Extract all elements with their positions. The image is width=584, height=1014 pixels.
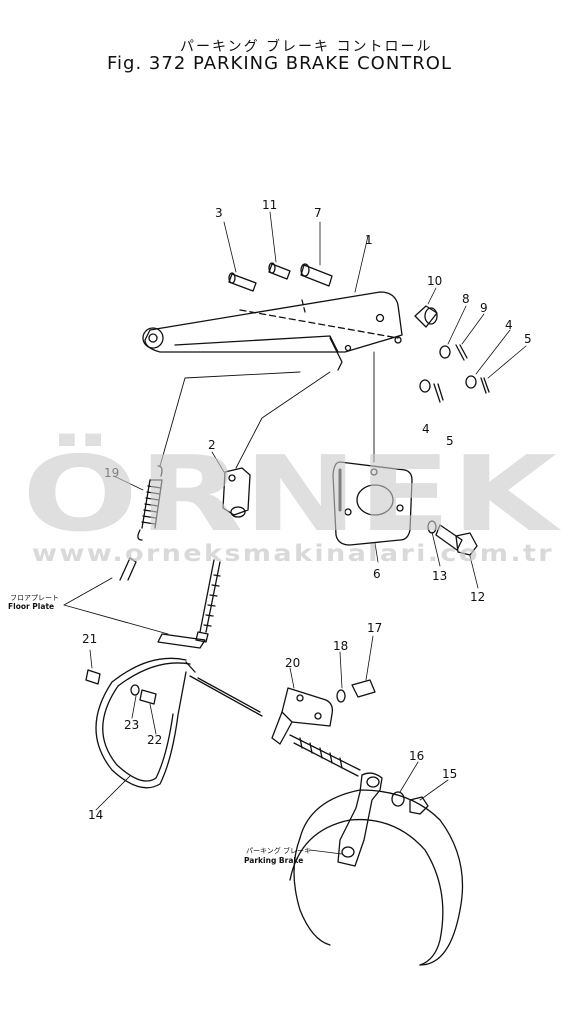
- callout-17: 17: [367, 621, 382, 635]
- clevis-part-2: [222, 467, 251, 518]
- callout-10: 10: [427, 274, 442, 288]
- nut-part-15: [409, 796, 429, 815]
- pin-part-3: [228, 272, 257, 292]
- callout-21: 21: [82, 632, 97, 646]
- washer-part-4-right: [465, 375, 477, 389]
- callout-labels: 1 2 3 4 4 5 5 6 7 8 9 10 11 12 13 14 15 …: [82, 198, 532, 822]
- callout-23: 23: [124, 718, 139, 732]
- watermark: ÖRNEK www.orneksmakinalari.com.tr: [22, 433, 561, 567]
- bracket-part-20: [271, 687, 334, 745]
- threaded-rod: [195, 559, 221, 643]
- cable-part-14: [95, 657, 263, 789]
- washer-part-18: [336, 689, 346, 703]
- washer-part-8: [439, 345, 451, 359]
- parking-brake-note: Parking Brake: [244, 856, 303, 865]
- lever-arm-part: [142, 291, 403, 371]
- callout-22: 22: [147, 733, 162, 747]
- callout-5-right: 5: [524, 332, 532, 346]
- floor-plate: [157, 633, 206, 649]
- bolt-part-12: [435, 524, 478, 556]
- callout-18: 18: [333, 639, 348, 653]
- callout-11: 11: [262, 198, 277, 212]
- callout-1: 1: [365, 233, 373, 247]
- callout-12: 12: [470, 590, 485, 604]
- washer-part-4-left: [419, 379, 431, 393]
- floor-plate-note-jp: フロアプレート: [10, 594, 59, 602]
- floor-plate-hook: [119, 557, 137, 581]
- callout-4-right: 4: [505, 318, 513, 332]
- nut-part-16: [391, 791, 405, 807]
- figure-title: Fig. 372 PARKING BRAKE CONTROL: [107, 53, 452, 74]
- callout-14: 14: [88, 808, 103, 822]
- cotter-pin-part-5-right: [480, 377, 490, 394]
- washer-part-23: [130, 684, 140, 696]
- callout-3: 3: [215, 206, 223, 220]
- floor-plate-note: Floor Plate: [8, 602, 54, 611]
- pin-part-7: [300, 263, 333, 287]
- parking-brake-drum: [289, 789, 464, 966]
- callout-2: 2: [208, 438, 216, 452]
- notes: フロアプレート Floor Plate パーキング ブレーキ Parking B…: [8, 594, 311, 865]
- callout-19: 19: [104, 466, 119, 480]
- callout-4-left: 4: [422, 422, 430, 436]
- spring-part-19: [137, 465, 163, 541]
- watermark-logo-text: ÖRNEK: [22, 433, 561, 555]
- parking-brake-note-jp: パーキング ブレーキ: [246, 846, 311, 855]
- cotter-pin-part-9: [455, 344, 468, 361]
- callout-5-left: 5: [446, 434, 454, 448]
- callout-20: 20: [285, 656, 300, 670]
- bushing-part-10: [414, 305, 438, 328]
- bolt-part-17: [351, 679, 376, 698]
- callout-9: 9: [480, 301, 488, 315]
- brake-rod: [289, 734, 361, 777]
- leader-lines: [159, 351, 375, 469]
- bolt-part-22: [139, 689, 157, 705]
- callout-6: 6: [373, 567, 381, 581]
- callout-7: 7: [314, 206, 322, 220]
- bracket-plate-part-6: [332, 461, 413, 546]
- callout-13: 13: [432, 569, 447, 583]
- callout-16: 16: [409, 749, 424, 763]
- callout-8: 8: [462, 292, 470, 306]
- callout-15: 15: [442, 767, 457, 781]
- cable-end-part-21: [85, 669, 101, 685]
- figure-title-japanese: パーキング ブレーキ コントロール: [180, 39, 433, 55]
- brake-arm: [337, 772, 383, 867]
- cotter-pin-part-5-left: [433, 383, 444, 403]
- watermark-url: www.orneksmakinalari.com.tr: [32, 541, 554, 567]
- pin-part-11: [268, 262, 291, 280]
